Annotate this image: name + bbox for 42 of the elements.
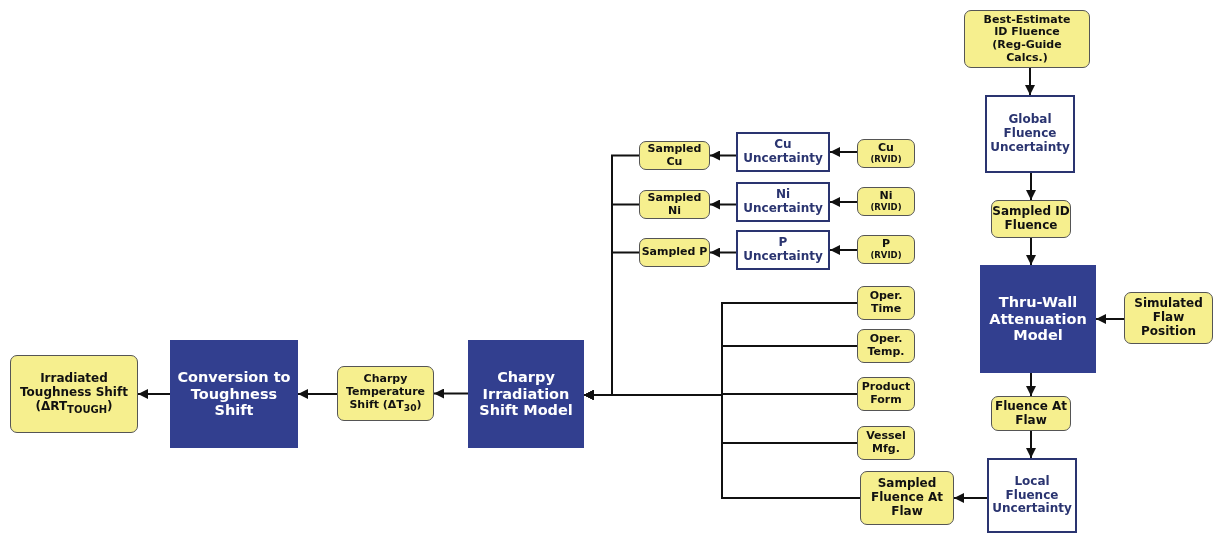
arrow — [829, 147, 858, 157]
input-box: Oper. Temp. — [857, 329, 915, 363]
input-box: Product Form — [857, 377, 915, 411]
arrow — [1026, 237, 1036, 266]
input-box: Sampled Fluence At Flaw — [860, 471, 954, 525]
arrow — [1026, 372, 1036, 397]
uncertainty-box: Local Fluence Uncertainty — [987, 458, 1077, 533]
input-box: Sampled Cu — [639, 141, 710, 170]
input-box: Ni (RVID) — [857, 187, 915, 216]
arrow — [709, 247, 737, 258]
input-box: Best-Estimate ID Fluence (Reg-Guide Calcs.) — [964, 10, 1090, 68]
input-box: Vessel Mfg. — [857, 426, 915, 460]
model-box: Charpy Irradiation Shift Model — [468, 340, 584, 448]
uncertainty-box: Ni Uncertainty — [736, 182, 830, 222]
input-box: Simulated Flaw Position — [1124, 292, 1213, 344]
input-box: P (RVID) — [857, 235, 915, 264]
result-box: Charpy Temperature Shift (ΔT$_{30}$) — [337, 366, 434, 421]
input-box: Cu (RVID) — [857, 139, 915, 168]
arrow — [297, 389, 338, 399]
arrow — [433, 388, 469, 399]
uncertainty-box: P Uncertainty — [736, 230, 830, 270]
result-box: Irradiated Toughness Shift (ΔRT$_{TOUGH}$) — [10, 355, 138, 433]
arrow — [953, 493, 988, 503]
input-box: Sampled Ni — [639, 190, 710, 219]
uncertainty-box: Cu Uncertainty — [736, 132, 830, 172]
arrow — [583, 390, 861, 499]
input-box: Sampled P — [639, 238, 710, 267]
uncertainty-box: Global Fluence Uncertainty — [985, 95, 1075, 173]
result-box: Fluence At Flaw — [991, 396, 1071, 431]
input-box: Sampled ID Fluence — [991, 200, 1071, 238]
arrow — [137, 389, 171, 399]
arrow — [709, 150, 737, 161]
model-box: Thru-Wall Attenuation Model — [980, 265, 1096, 373]
arrow — [829, 197, 858, 207]
arrow — [1026, 172, 1036, 201]
arrow — [1026, 430, 1036, 459]
arrow — [1095, 314, 1125, 324]
model-box: Conversion to Toughness Shift — [170, 340, 298, 448]
arrow — [829, 245, 858, 255]
input-box: Oper. Time — [857, 286, 915, 320]
arrow — [1025, 67, 1035, 96]
arrow — [709, 199, 737, 210]
